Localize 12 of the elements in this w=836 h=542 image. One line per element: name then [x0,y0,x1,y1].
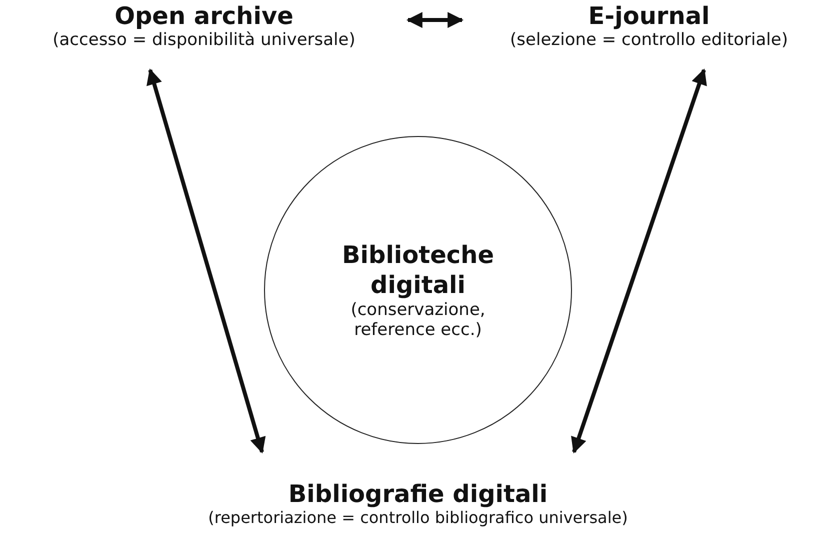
node-subtitle: (accesso = disponibilità universale) [52,30,356,50]
node-title: Open archive [114,2,294,30]
double-arrow [571,68,707,454]
circle-node [264,136,572,444]
node-title: E-journal [587,2,711,30]
node-subtitle: (repertoriazione = controllo bibliografico universale) [207,508,629,528]
node-title: Bibliografie digitali [287,480,549,508]
double-arrow [146,68,266,454]
node-subtitle: (selezione = controllo editoriale) [509,30,789,50]
node-subtitle: (conservazione, reference ecc.) [350,300,486,340]
node-title: Biblioteche digitali [341,240,495,300]
double-arrow [406,12,464,28]
